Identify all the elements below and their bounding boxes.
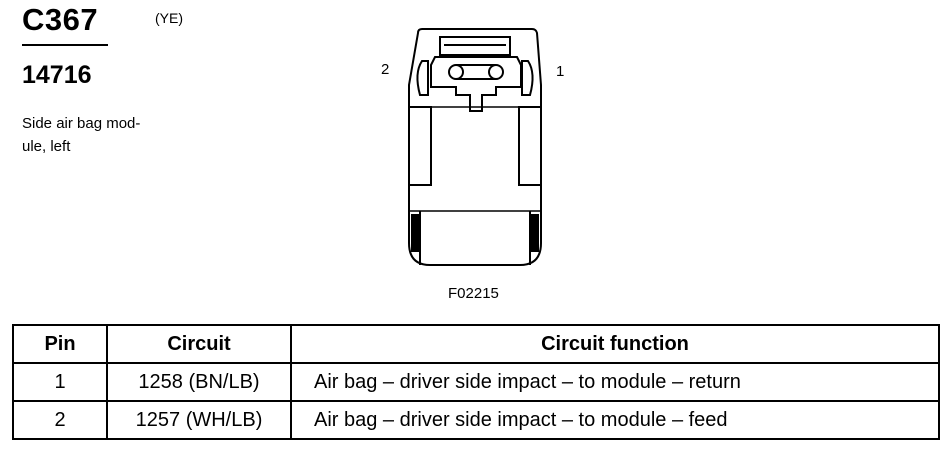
- connector-housing-outline: [408, 28, 542, 266]
- left-lock-tab: [416, 60, 429, 96]
- terminal-pin-2-cavity: [448, 64, 464, 80]
- pin-number: 2: [12, 400, 108, 440]
- connector-latch-bar: [439, 36, 511, 56]
- figure-code: F02215: [448, 285, 499, 302]
- header-circuit: Circuit: [106, 324, 292, 364]
- header-pin: Pin: [12, 324, 108, 364]
- connector-id-underline: [22, 44, 108, 46]
- connector-id: C367: [22, 2, 99, 37]
- circuit-function: Air bag – driver side impact – to module…: [290, 400, 940, 440]
- connector-description-line2: ule, left: [22, 138, 71, 155]
- left-side-rail: [408, 106, 432, 186]
- right-side-rail: [518, 106, 542, 186]
- pin-1-label: 1: [556, 63, 565, 80]
- pin-number: 1: [12, 362, 108, 402]
- connector-color-code: (YE): [155, 10, 183, 26]
- circuit-function: Air bag – driver side impact – to module…: [290, 362, 940, 402]
- table-row: 2 1257 (WH/LB) Air bag – driver side imp…: [12, 400, 940, 440]
- table-header-row: Pin Circuit Circuit function: [12, 324, 940, 364]
- header-circuit-function: Circuit function: [290, 324, 940, 364]
- left-lower-slot: [411, 214, 421, 252]
- table-row: 1 1258 (BN/LB) Air bag – driver side imp…: [12, 362, 940, 402]
- pin-2-label: 2: [381, 61, 390, 78]
- circuit-id: 1258 (BN/LB): [106, 362, 292, 402]
- pin-circuit-table: Pin Circuit Circuit function 1 1258 (BN/…: [12, 324, 940, 440]
- terminal-pin-1-cavity: [488, 64, 504, 80]
- connector-description-line1: Side air bag mod-: [22, 115, 141, 132]
- right-lock-tab: [521, 60, 534, 96]
- part-number: 14716: [22, 61, 92, 89]
- connector-face-drawing: [408, 28, 542, 266]
- right-lower-slot: [529, 214, 539, 252]
- circuit-id: 1257 (WH/LB): [106, 400, 292, 440]
